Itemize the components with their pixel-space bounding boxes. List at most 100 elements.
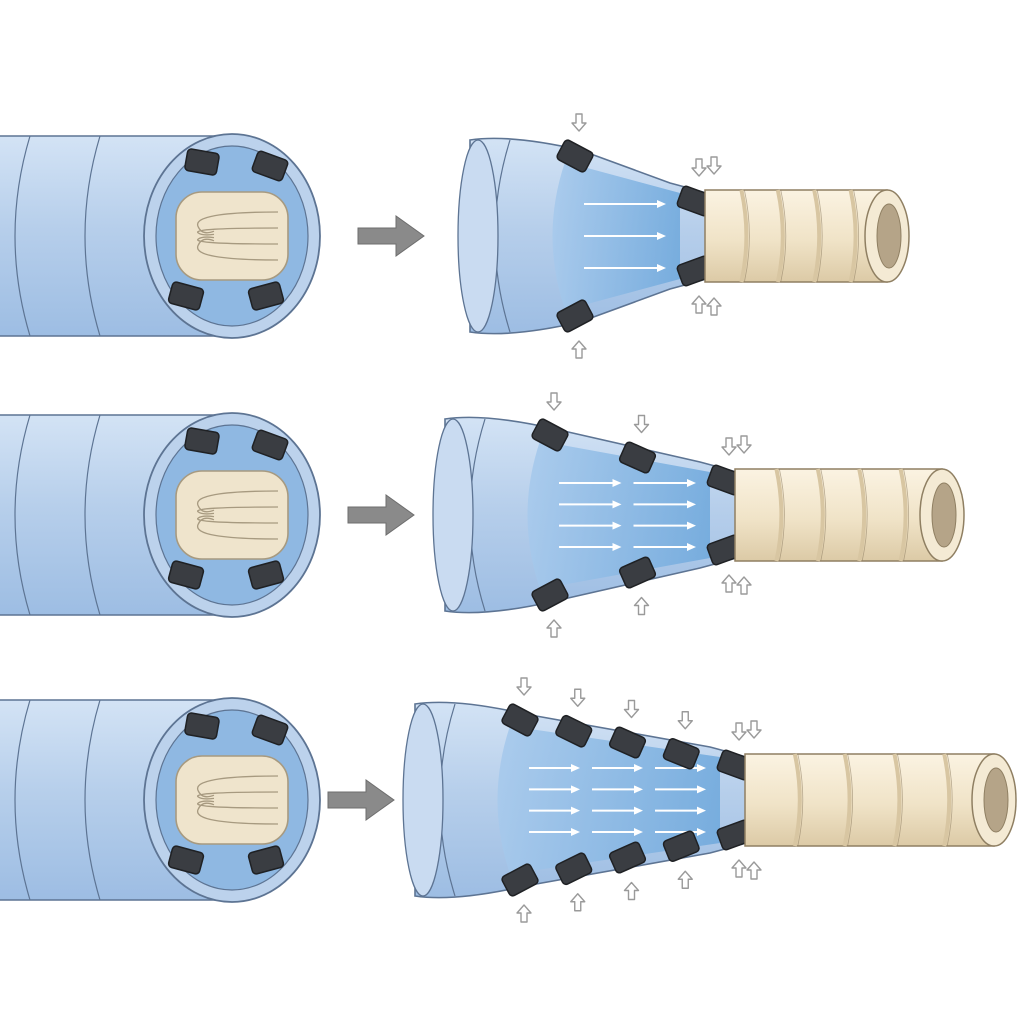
electrode-pad — [531, 418, 569, 452]
folded-sheet — [175, 191, 289, 281]
flow-arrow-head — [612, 543, 622, 551]
stent-ring-edge — [797, 753, 804, 847]
flow-arrow-head — [634, 828, 643, 836]
compression-arrow-icon — [746, 720, 762, 739]
electrode-pad — [247, 560, 285, 590]
flow-arrow-head — [697, 828, 706, 836]
flow-arrow-head — [697, 764, 706, 772]
electrode-pad — [251, 150, 289, 182]
stent-ring — [848, 189, 858, 283]
folded-sheet — [175, 470, 289, 560]
sheet-fold — [197, 802, 279, 825]
compression-arrow-icon — [623, 881, 640, 901]
compression-arrow-icon — [516, 677, 532, 696]
tube-ring — [84, 135, 101, 337]
stent-ring-edge — [816, 189, 823, 283]
diagram-row-3 — [0, 677, 1017, 923]
electrode-pad — [167, 845, 205, 875]
flow-arrow-head — [687, 479, 696, 487]
tube-opening — [432, 418, 474, 612]
stent-ring — [942, 753, 952, 847]
compression-arrow-icon — [633, 414, 650, 434]
stent-ring — [892, 753, 902, 847]
flow-arrow-head — [687, 521, 696, 530]
stent-ring — [898, 468, 908, 562]
electrode-pad — [184, 148, 220, 176]
compression-arrow-icon — [706, 297, 722, 316]
stent-ring-edge — [847, 753, 853, 847]
diagram-row-1 — [0, 113, 910, 359]
stent-ring-edge — [780, 189, 787, 283]
electrode-pad — [556, 139, 594, 173]
compression-arrow-icon — [570, 688, 586, 707]
electrode-pad — [501, 703, 539, 737]
electrode-pad — [618, 441, 657, 474]
sheet-fold — [197, 211, 279, 234]
flow-arrow-head — [612, 500, 622, 509]
tube-ring — [14, 135, 31, 337]
electrode-pad — [662, 830, 700, 862]
compression-arrow-icon — [691, 295, 707, 314]
electrode-pad — [247, 281, 285, 311]
stent-ring-edge — [853, 189, 859, 283]
flow-arrow-head — [571, 785, 580, 794]
stent-ring-edge — [861, 468, 868, 562]
flow-arrow-head — [687, 500, 696, 509]
sheet-fold — [197, 517, 279, 540]
compression-arrow-icon — [571, 113, 587, 132]
diagram-row-2 — [0, 392, 965, 638]
electrode-pad — [555, 852, 593, 886]
compression-arrow-icon — [731, 722, 747, 741]
folded-state — [0, 133, 321, 339]
electrode-pad — [662, 738, 700, 770]
sheet-fold — [197, 506, 279, 515]
stent-opening — [983, 767, 1009, 833]
tube-ring — [84, 414, 101, 616]
electrode-pad — [501, 863, 539, 897]
compression-arrow-icon — [546, 392, 562, 411]
stent-ring — [739, 189, 749, 283]
stent-ring-edge — [744, 189, 750, 283]
compression-arrow-icon — [731, 859, 747, 878]
compression-arrow-icon — [623, 699, 640, 719]
expanded-state — [432, 392, 965, 638]
electrode-pad — [167, 560, 205, 590]
flow-arrow-head — [571, 806, 580, 815]
compression-arrow-icon — [706, 156, 722, 175]
right-arrow-icon — [347, 494, 415, 536]
compression-arrow-icon — [677, 870, 693, 889]
stent-ring-edge — [897, 753, 903, 847]
stent-ring-edge — [779, 468, 785, 562]
compression-arrow-icon — [677, 711, 693, 730]
sheet-fold — [197, 236, 279, 245]
stent-body — [704, 189, 888, 283]
compression-arrow-icon — [633, 596, 650, 616]
expanded-state — [457, 113, 910, 359]
flow-arrow-head — [571, 828, 580, 836]
electrode-pad — [618, 556, 657, 589]
stent-body — [744, 753, 995, 847]
electrode-pad — [167, 281, 205, 311]
compression-arrow-icon — [736, 435, 752, 454]
flow-lumen — [497, 726, 720, 874]
right-arrow-icon — [327, 779, 395, 821]
compression-arrow-icon — [721, 437, 737, 456]
electrode-pad — [556, 299, 594, 333]
electrode-pad — [184, 712, 220, 740]
folded-state — [0, 412, 321, 618]
sheet-fold — [197, 800, 279, 809]
flow-arrow-head — [612, 521, 622, 530]
electrode-pad — [555, 714, 593, 748]
sheet-fold — [197, 490, 279, 513]
tube-ring — [14, 699, 31, 901]
compression-arrow-icon — [736, 576, 752, 595]
flow-arrow-head — [634, 764, 643, 772]
flow-arrow-head — [612, 479, 622, 487]
sheet-fold — [197, 238, 279, 261]
stent-ring — [792, 753, 802, 847]
stent — [704, 189, 910, 283]
sheet-fold — [197, 775, 279, 798]
stent-ring-edge — [820, 468, 827, 562]
electrode-pad — [251, 714, 289, 746]
